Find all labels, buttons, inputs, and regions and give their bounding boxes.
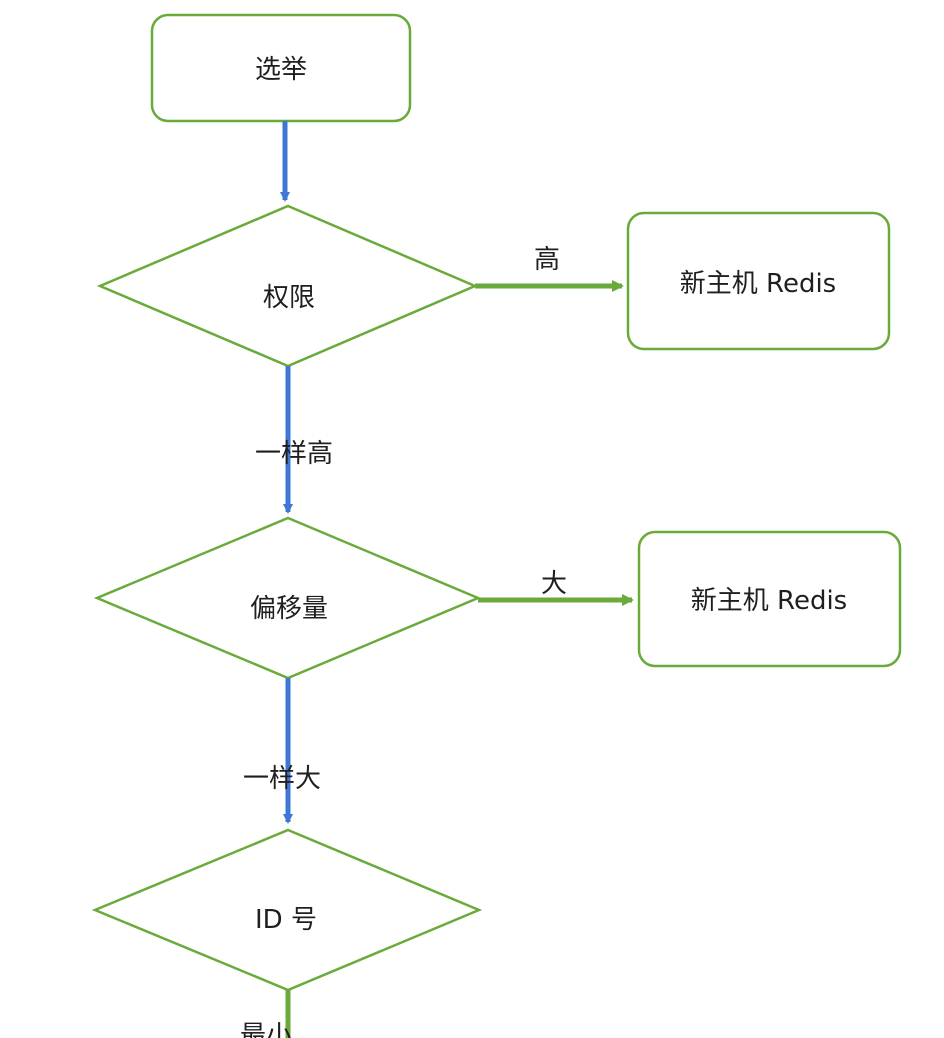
edge-label-large: 大 xyxy=(541,569,567,599)
edge-label-smallest: 最小 xyxy=(240,1021,292,1038)
election-label: 选举 xyxy=(255,55,307,85)
new-master-node-2 xyxy=(637,530,902,668)
new-master-label-2: 新主机 Redis xyxy=(691,586,847,616)
id-label: ID 号 xyxy=(255,905,317,935)
new-master-label-1: 新主机 Redis xyxy=(680,269,836,299)
edge-label-equal-high: 一样高 xyxy=(255,439,333,469)
new-master-node-1 xyxy=(626,211,891,351)
offset-label: 偏移量 xyxy=(250,594,328,624)
edge-label-high: 高 xyxy=(534,245,560,275)
election-node xyxy=(150,13,412,123)
priority-label: 权限 xyxy=(263,283,315,313)
edge-label-equal-large: 一样大 xyxy=(243,764,321,794)
